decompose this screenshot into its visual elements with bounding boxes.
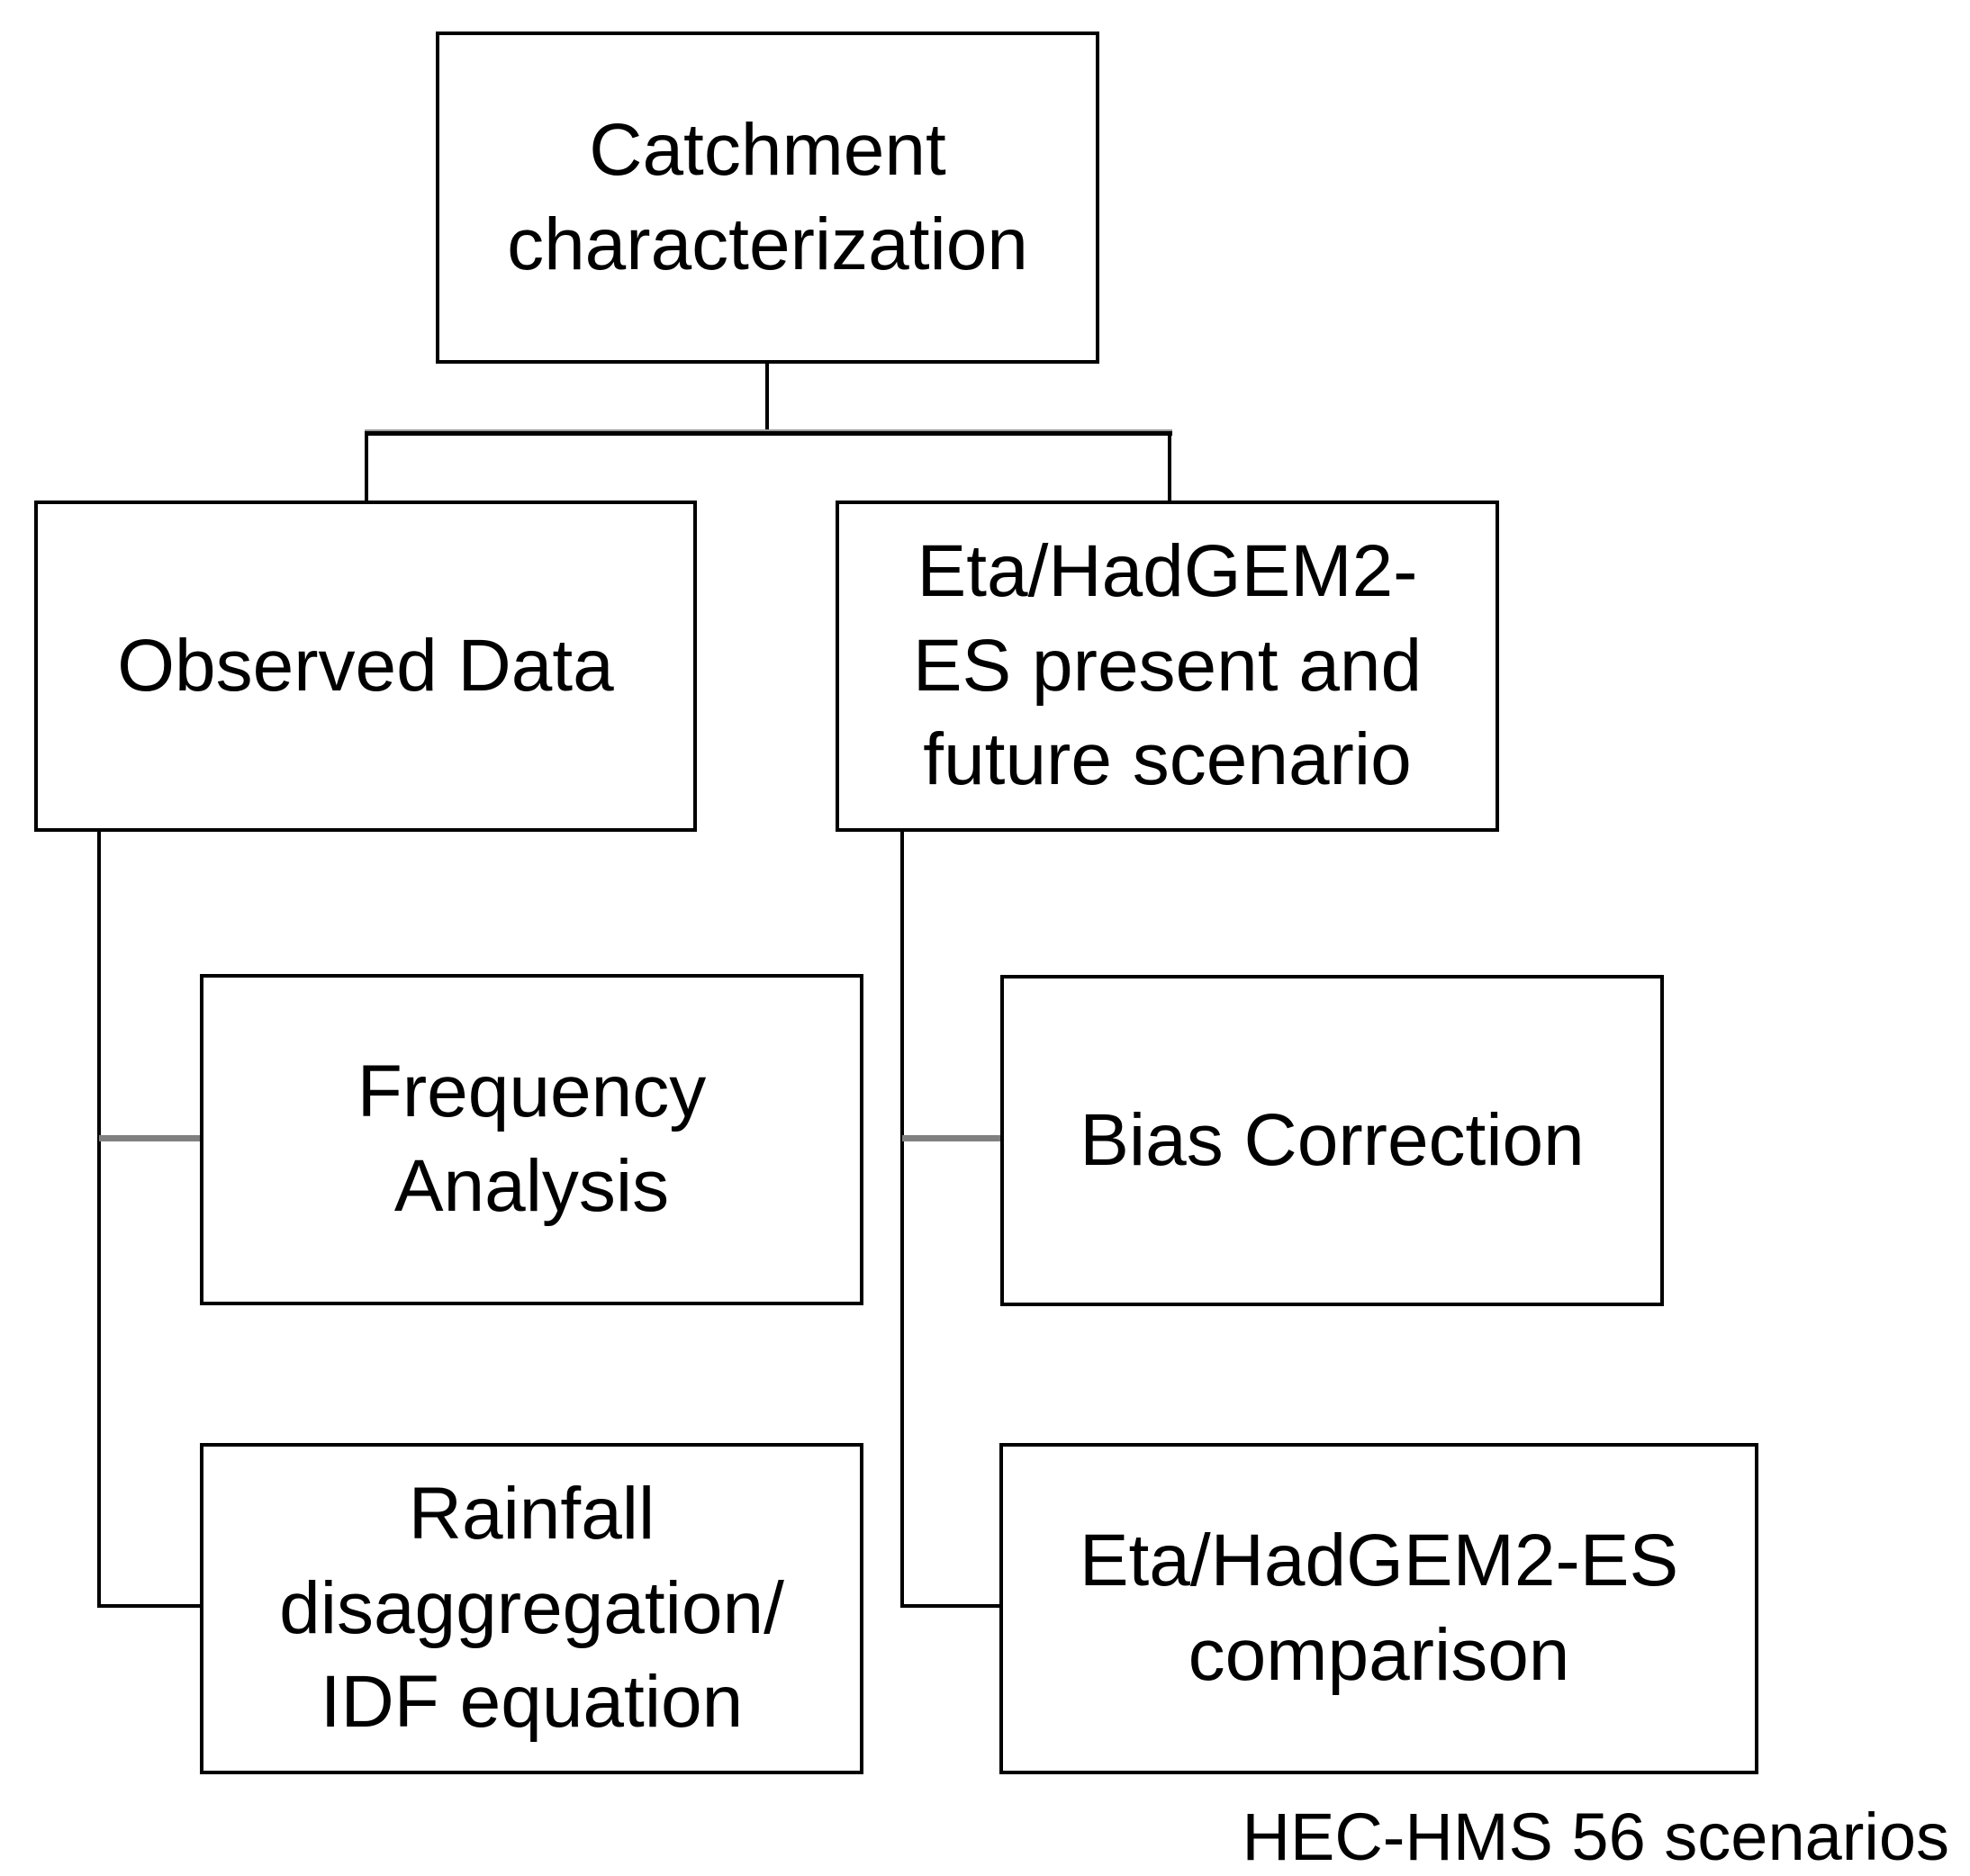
connector-drop-observed: [365, 434, 368, 501]
node-rainfall-disaggregation-idf: Rainfall disaggregation/ IDF equation: [200, 1443, 863, 1774]
node-eta-hadgem2-es-comparison: Eta/HadGEM2-ES comparison: [999, 1443, 1758, 1774]
connector-root-stem: [765, 364, 769, 434]
connector-drop-eta: [1168, 434, 1171, 501]
node-eta-hadgem2-es-scenario: Eta/HadGEM2- ES present and future scena…: [836, 501, 1499, 832]
connector-observed-trunk: [97, 832, 101, 1608]
node-observed-data: Observed Data: [34, 501, 697, 832]
connector-eta-trunk: [900, 832, 904, 1608]
connector-bias-stub: [902, 1135, 1002, 1141]
connector-root-horizontal: [365, 429, 1172, 436]
node-bias-correction: Bias Correction: [1000, 975, 1664, 1306]
connector-comparison-elbow: [900, 1604, 1003, 1608]
connector-frequency-stub: [99, 1135, 202, 1141]
node-catchment-characterization: Catchment characterization: [436, 32, 1099, 364]
node-frequency-analysis: Frequency Analysis: [200, 974, 863, 1305]
connector-rainfall-elbow: [97, 1604, 203, 1608]
caption-hec-hms-scenarios: HEC-HMS 56 scenarios: [1242, 1799, 1949, 1874]
